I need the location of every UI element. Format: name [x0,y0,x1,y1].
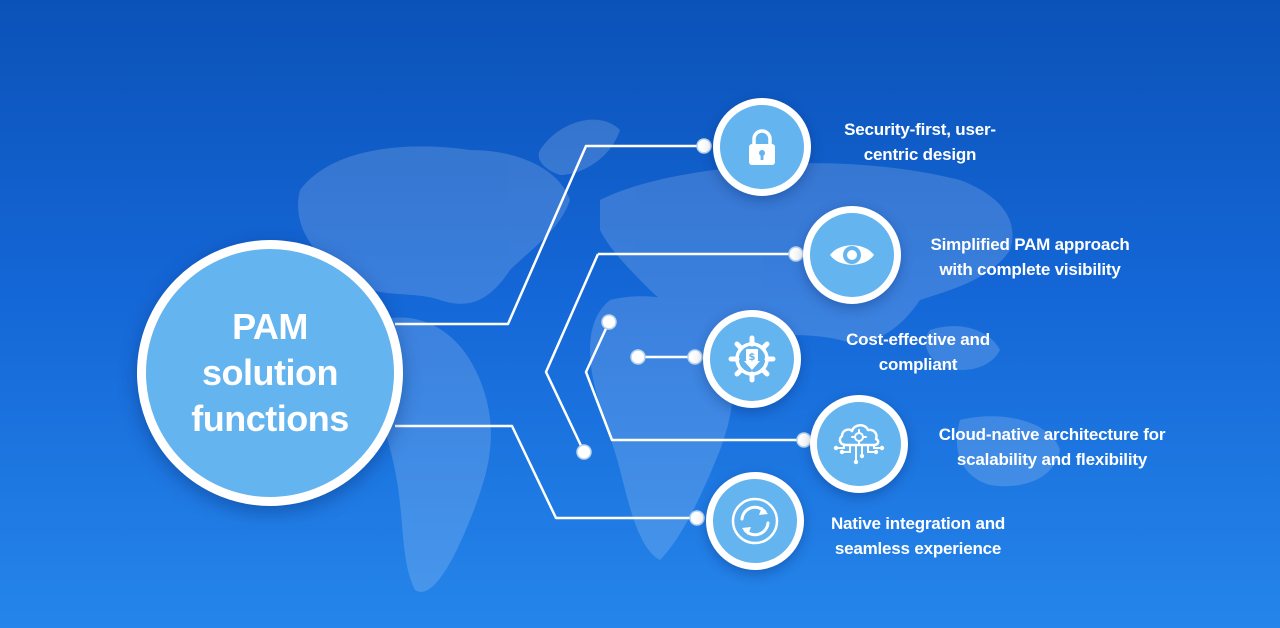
connector-dot [689,510,705,526]
connector-dot [687,349,703,365]
label-cloud: Cloud-native architecture for scalabilit… [920,422,1184,472]
label-line-2: seamless experience [834,539,1002,558]
label-line-2: with complete visibility [939,260,1121,279]
connector-dot [576,444,592,460]
label-line-2: compliant [878,355,958,374]
node-security [713,98,811,196]
label-line-1: Cost-effective and [846,330,990,349]
node-cost: $ [703,310,801,408]
label-line-1: Native integration and [830,514,1006,533]
node-visibility [803,206,901,304]
svg-text:$: $ [749,352,756,363]
connector-dot [696,138,712,154]
connector-dot [788,246,804,262]
hub-title: PAM solution functions [170,304,370,442]
label-visibility: Simplified PAM approach with complete vi… [910,232,1150,282]
label-security: Security-first, user- centric design [820,117,1020,167]
sync-arrows-icon [731,497,779,545]
label-integration: Native integration and seamless experien… [808,511,1028,561]
node-integration [706,472,804,570]
hub-title-line-2: functions [191,398,349,439]
connector-dot [630,349,646,365]
eye-icon [830,245,874,265]
hub-circle: PAM solution functions [137,240,403,506]
connector-dot [601,314,617,330]
cloud-circuit-icon [833,424,885,465]
label-line-1: Cloud-native architecture for [938,425,1166,444]
node-cloud [810,395,908,493]
label-line-1: Security-first, user- [844,120,996,139]
label-line-2: scalability and flexibility [956,450,1148,469]
label-cost: Cost-effective and compliant [828,327,1008,377]
label-line-1: Simplified PAM approach [930,235,1130,254]
gear-dollar-icon: $ [728,335,776,383]
connector-dot [796,432,812,448]
hub-title-line-1: PAM solution [202,306,338,393]
lock-icon [749,129,775,165]
label-line-2: centric design [863,145,977,164]
